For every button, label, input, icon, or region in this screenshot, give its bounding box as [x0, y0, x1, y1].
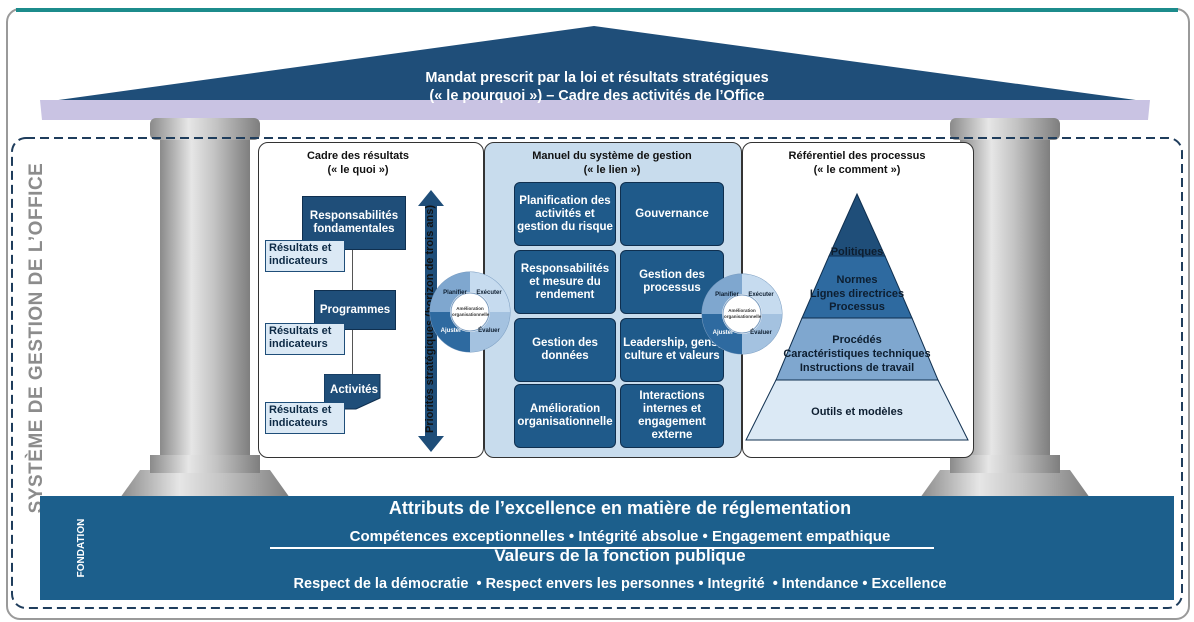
foundation-attributes: Compétences exceptionnelles • Intégrité … — [349, 528, 891, 545]
roof-beam — [40, 100, 1150, 120]
roof — [44, 26, 1150, 102]
cycle-left-adj: Ajuster — [440, 328, 462, 334]
foundation-divider — [270, 547, 934, 549]
left-pillar — [120, 118, 290, 498]
mgmt-box-7: Amélioration organisationnelle — [514, 384, 616, 448]
cycle-right-plan: Planifier — [715, 292, 739, 298]
process-pyramid — [745, 192, 969, 441]
mgmt-box-2: Gouvernance — [620, 182, 724, 246]
cycle-right-exec: Exécuter — [748, 292, 774, 298]
pyramid-level-4 — [745, 379, 969, 441]
cycle-right-adj: Ajuster — [712, 330, 734, 336]
left-panel-title: Cadre des résultats — [306, 150, 410, 162]
mgmt-box-8: Interactions internes et engagement exte… — [620, 384, 724, 448]
foundation-values: Respect de la démocratie • Respect enver… — [293, 576, 947, 592]
cycle-right-center: Amélioration organisationnelle — [724, 308, 762, 319]
right-panel-subtitle: (« le comment ») — [813, 164, 901, 176]
pyramid-label-3b: Caractéristiques techniques — [783, 348, 931, 360]
right-panel-title: Référentiel des processus — [788, 150, 926, 162]
cycle-right-eval: Évaluer — [750, 330, 772, 336]
activites-label: Activités — [330, 384, 378, 396]
cycle-right-icon — [701, 273, 783, 355]
foundation-values-title: Valeurs de la fonction publique — [494, 546, 746, 565]
activites-arrow-shape — [324, 374, 381, 410]
mgmt-box-1: Planification des activités et gestion d… — [514, 182, 616, 246]
resultats-box-3: Résultats et indicateurs — [265, 402, 345, 434]
middle-panel-title: Manuel du système de gestion — [532, 150, 692, 162]
cycle-right: Planifier Exécuter Évaluer Ajuster Améli… — [700, 272, 784, 356]
side-label: SYSTÈME DE GESTION DE L’OFFICE — [26, 162, 47, 514]
mgmt-box-3: Responsabilités et mesure du rendement — [514, 250, 616, 314]
cycle-left-center: Amélioration organisationnelle — [452, 306, 490, 317]
cycle-left-plan: Planifier — [443, 290, 467, 296]
left-panel-subtitle: (« le quoi ») — [327, 164, 389, 176]
management-system-border — [11, 137, 1183, 609]
resultats-box-2: Résultats et indicateurs — [265, 323, 345, 355]
middle-panel-subtitle: (« le lien ») — [583, 164, 641, 176]
cycle-left-icon — [429, 271, 511, 353]
right-pillar — [920, 118, 1090, 498]
roof-title-line1: Mandat prescrit par la loi et résultats … — [425, 70, 769, 86]
cycle-left-exec: Exécuter — [476, 290, 502, 296]
pyramid-label-2c: Processus — [829, 301, 885, 313]
mgmt-box-5: Gestion des données — [514, 318, 616, 382]
roof-title-line2: (« le pourquoi ») – Cadre des activités … — [429, 88, 765, 104]
pyramid-label-3c: Instructions de travail — [799, 362, 915, 374]
pyramid-label-1: Politiques — [830, 246, 884, 258]
cycle-left-eval: Évaluer — [478, 328, 500, 334]
pyramid-label-3a: Procédés — [832, 334, 882, 346]
resultats-box-1: Résultats et indicateurs — [265, 240, 345, 272]
foundation-label: FONDATION — [76, 518, 87, 578]
pyramid-label-2a: Normes — [836, 274, 878, 286]
cycle-left: Planifier Exécuter Évaluer Ajuster Améli… — [428, 270, 512, 354]
pyramid-label-4: Outils et modèles — [811, 406, 903, 418]
pyramid-label-2b: Lignes directrices — [809, 288, 905, 300]
foundation-title: Attributs de l’excellence en matière de … — [388, 498, 852, 518]
top-teal-line — [16, 8, 1178, 12]
